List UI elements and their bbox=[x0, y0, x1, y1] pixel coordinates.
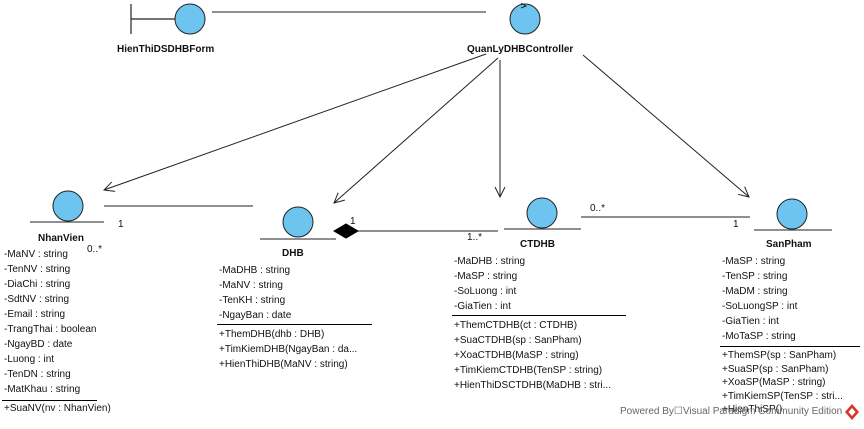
controller-to-sanpham-arrow bbox=[582, 54, 749, 197]
ctdhb-attribute: -MaDHB : string bbox=[454, 256, 526, 267]
multiplicity-ctdhb-side: 0..* bbox=[590, 203, 606, 214]
sanpham-method: +SuaSP(sp : SanPham) bbox=[722, 363, 829, 375]
nhanvien-attribute: -TenNV : string bbox=[4, 264, 71, 275]
boundary-icon bbox=[130, 3, 206, 35]
controller-to-dhb-arrow bbox=[334, 57, 499, 203]
sanpham-separator bbox=[720, 346, 860, 347]
sanpham-attribute: -GiaTien : int bbox=[722, 316, 779, 327]
nhanvien-attribute: -TenDN : string bbox=[4, 369, 71, 380]
controller-name: QuanLyDHBController bbox=[467, 44, 574, 55]
dhb-attribute: -NgayBan : date bbox=[219, 310, 292, 321]
sanpham-attribute: -MoTaSP : string bbox=[722, 331, 796, 342]
control-icon bbox=[509, 2, 541, 35]
ctdhb-method: +ThemCTDHB(ct : CTDHB) bbox=[454, 320, 578, 331]
dhb-attribute: -MaNV : string bbox=[219, 280, 283, 291]
nhanvien-attribute: -MaNV : string bbox=[4, 249, 68, 260]
dhb-method: +HienThiDHB(MaNV : string) bbox=[219, 359, 348, 370]
nhanvien-attribute: -SdtNV : string bbox=[4, 294, 70, 305]
sanpham-method: +ThemSP(sp : SanPham) bbox=[722, 350, 837, 361]
ctdhb-method: +XoaCTDHB(MaSP : string) bbox=[454, 350, 579, 361]
sanpham-method: +TimKiemSP(TenSP : stri... bbox=[722, 390, 843, 402]
entity-icon-nhanvien bbox=[30, 190, 104, 223]
ctdhb-attribute: -GiaTien : int bbox=[454, 301, 511, 312]
multiplicity-sanpham-side: 1 bbox=[733, 219, 739, 230]
sanpham-attribute: -SoLuongSP : int bbox=[722, 301, 798, 312]
ctdhb-separator bbox=[452, 315, 626, 316]
multiplicity-dhb-side-1: 1 bbox=[118, 219, 124, 230]
controller-to-nhanvien-arrow bbox=[104, 53, 487, 190]
visual-paradigm-logo-icon bbox=[845, 404, 859, 420]
dhb-method: +ThemDHB(dhb : DHB) bbox=[219, 329, 325, 340]
nhanvien-method: +SuaNV(nv : NhanVien) bbox=[4, 403, 111, 414]
multiplicity-ctdhb-part: 1..* bbox=[467, 232, 483, 243]
dhb-attribute: -MaDHB : string bbox=[219, 265, 291, 276]
nhanvien-attribute: -Luong : int bbox=[4, 354, 55, 365]
dhb-class-name: DHB bbox=[282, 248, 304, 259]
dhb-separator bbox=[217, 324, 372, 325]
entity-icon-sanpham bbox=[754, 198, 832, 231]
ctdhb-attribute: -MaSP : string bbox=[454, 271, 518, 282]
sanpham-attribute: -MaSP : string bbox=[722, 256, 786, 267]
sanpham-class-name: SanPham bbox=[766, 239, 812, 250]
watermark-text: Powered By☐Visual Paradigm Community Edi… bbox=[620, 406, 843, 417]
ctdhb-method: +SuaCTDHB(sp : SanPham) bbox=[454, 335, 582, 346]
sanpham-attribute: -TenSP : string bbox=[722, 271, 788, 282]
nhanvien-attribute: -TrangThai : boolean bbox=[4, 324, 97, 335]
ctdhb-method: +HienThiDSCTDHB(MaDHB : stri... bbox=[454, 380, 611, 391]
ctdhb-attribute: -SoLuong : int bbox=[454, 286, 517, 297]
sanpham-method: +XoaSP(MaSP : string) bbox=[722, 377, 826, 388]
nhanvien-attribute: -Email : string bbox=[4, 309, 66, 320]
nhanvien-class-name: NhanVien bbox=[38, 233, 84, 244]
dhb-attribute: -TenKH : string bbox=[219, 295, 286, 306]
dhb-method: +TimKiemDHB(NgayBan : da... bbox=[219, 344, 358, 355]
boundary-name: HienThiDSDHBForm bbox=[117, 44, 215, 55]
multiplicity-nhanvien-side: 0..* bbox=[87, 244, 103, 255]
entity-icon-dhb bbox=[260, 206, 336, 240]
multiplicity-dhb-composite: 1 bbox=[350, 216, 356, 227]
nhanvien-separator bbox=[2, 400, 97, 401]
ctdhb-method: +TimKiemCTDHB(TenSP : string) bbox=[454, 365, 603, 376]
sanpham-attribute: -MaDM : string bbox=[722, 286, 788, 297]
nhanvien-attribute: -NgayBD : date bbox=[4, 339, 73, 350]
composition-diamond-icon bbox=[333, 223, 359, 239]
entity-icon-ctdhb bbox=[504, 197, 581, 230]
ctdhb-class-name: CTDHB bbox=[520, 239, 555, 250]
sanpham-method: +HienThiSP() bbox=[722, 404, 783, 415]
nhanvien-attribute: -MatKhau : string bbox=[4, 384, 81, 395]
nhanvien-attribute: -DiaChi : string bbox=[4, 279, 71, 290]
